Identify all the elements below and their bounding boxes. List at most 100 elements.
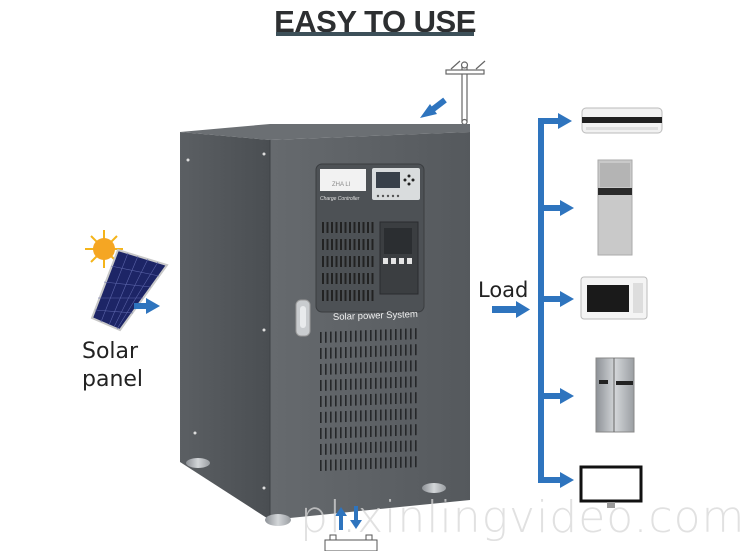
vent-slot [400,344,402,356]
vent-slot [367,222,369,233]
vent-slot [349,290,351,301]
vent-slot [365,394,367,406]
vent-slot [340,443,342,455]
solar-label-line1: Solar [82,339,139,364]
utility-pole-icon [445,60,486,126]
vent-slot [330,379,332,391]
vent-slot [367,239,369,250]
vent-slot [326,290,329,301]
vent-slot [335,459,337,471]
vent-slot [335,347,337,359]
vent-slot [365,442,367,454]
vent-slot [390,425,392,437]
vent-slot [331,256,333,267]
watermark: pl.xinlingvideo.com [300,492,746,543]
vent-slot [335,273,338,284]
vent-slot [390,329,392,341]
vent-slot [355,426,357,438]
vent-slot [345,347,347,358]
vent-slot [370,346,372,357]
vent-slot [400,360,402,372]
vent-slot [367,273,369,284]
solar-panel-label: Solar panel [82,338,143,394]
vent-slot [385,425,387,437]
vent-slot [325,347,327,359]
vent-slot [340,427,342,439]
vent-slot [353,256,356,267]
vent-slot [415,328,417,340]
vent-slot [410,344,412,356]
vent-slot [360,330,362,342]
vent-slot [415,392,417,404]
load-distribution-bus [492,113,574,488]
vent-slot [350,442,352,454]
control-panel [315,163,425,313]
vent-slot [335,331,337,343]
vent-slot [358,290,360,301]
vent-slot [355,442,357,454]
vent-slot [390,409,392,421]
vent-slot [340,273,342,284]
vent-slot [415,344,417,356]
vent-slot [405,344,407,356]
vent-slot [395,377,397,388]
vent-slot [371,273,374,284]
vent-slot [335,239,338,250]
vent-slot [360,346,362,358]
vent-slot [344,222,347,233]
vent-slot [350,394,352,406]
vent-slot [362,290,365,301]
vent-slot [345,459,347,470]
vent-slot [340,331,342,343]
refrigerator-icon [595,357,635,433]
vent-slot [340,411,342,423]
grid-input-arrow-icon [420,97,447,118]
vent-slot [380,409,382,421]
vent-slot [375,393,377,405]
vent-slot [335,379,337,391]
vent-slot [353,290,356,301]
vent-slot [350,346,352,358]
vent-slot [335,443,337,455]
vent-slot [320,412,322,423]
vent-slot [340,222,342,233]
vent-slot [358,239,360,250]
vent-slot [400,424,402,436]
vent-slot [345,331,347,342]
vent-slot [320,348,322,359]
monitor-icon [579,465,643,508]
vent-slot [355,410,357,422]
vent-slot [380,329,382,341]
vent-slot [330,443,332,455]
vent-slot [335,222,338,233]
vent-slot [335,363,337,375]
vent-slot [325,427,327,439]
vent-slot [395,457,397,468]
vent-slot [344,273,347,284]
vent-slot [325,443,327,455]
vent-slot [335,256,338,267]
vent-slot [395,329,397,340]
vent-slot [340,239,342,250]
vent-slot [405,424,407,436]
vent-slot [349,273,351,284]
vent-slot [335,395,337,407]
vent-slot [415,456,417,468]
vent-slot [325,459,327,471]
vent-slot [400,328,402,340]
solar-label-line2: panel [82,367,144,392]
vent-slot [326,222,329,233]
vent-slot [395,393,397,404]
vent-slot [349,256,351,267]
vent-slot [344,239,347,250]
vent-slot [322,239,324,250]
vent-slot [344,256,347,267]
vent-slot [415,376,417,388]
vent-slot [400,440,402,452]
vent-slot [385,441,387,453]
vent-slot [320,428,322,439]
vent-slot [370,442,372,453]
vent-slot [330,395,332,407]
vent-slot [380,345,382,357]
vent-slot [415,360,417,372]
